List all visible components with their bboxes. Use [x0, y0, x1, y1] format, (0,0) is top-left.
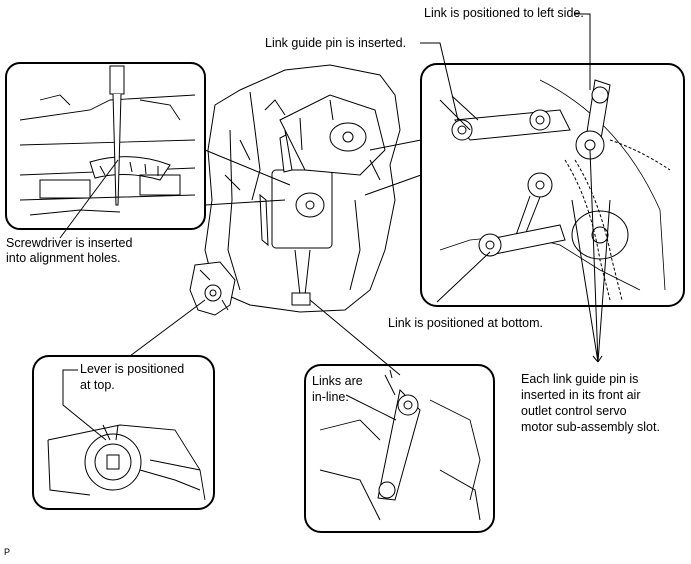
label-each-pin-line-4: motor sub-assembly slot. — [521, 420, 660, 434]
leader-link-left — [575, 13, 591, 90]
figure-code: P — [4, 547, 11, 557]
leader-lever-inset — [129, 299, 206, 357]
leader-guide-pin — [420, 42, 459, 121]
leader-inline-inset — [309, 299, 401, 376]
label-links-inline-1: Links are — [312, 374, 363, 388]
label-screwdriver-line-1: Screwdriver is inserted — [6, 236, 133, 250]
inset-link-detail — [420, 63, 685, 307]
label-each-pin-line-3: outlet control servo — [521, 404, 627, 418]
label-links-inline-2: in-line. — [312, 390, 349, 404]
leader-link-inset — [364, 139, 422, 196]
center-assembly — [204, 64, 401, 313]
label-lever-line-1: Lever is positioned — [80, 362, 185, 376]
label-screwdriver-line-2: into alignment holes. — [6, 251, 121, 265]
inset-inline — [304, 364, 495, 533]
lower-left-assembly — [189, 261, 236, 316]
leader-lever-top — [62, 369, 107, 441]
leader-link-bottom — [436, 251, 491, 303]
label-link-left-side: Link is positioned to left side. — [424, 6, 584, 20]
leader-screwdriver — [59, 159, 119, 239]
inset-screwdriver — [5, 62, 206, 230]
label-link-guide-pin: Link guide pin is inserted. — [265, 36, 407, 50]
label-lever-line-2: at top. — [80, 378, 115, 392]
leader-each-pin-arrow — [592, 355, 603, 363]
leader-screwdriver-inset — [204, 149, 291, 206]
label-each-pin-line-1: Each link guide pin is — [521, 372, 639, 386]
leader-links-inline — [345, 394, 397, 421]
leader-each-pin — [571, 149, 611, 363]
inset-lever — [32, 355, 215, 510]
label-link-bottom: Link is positioned at bottom. — [388, 316, 543, 330]
label-each-pin-line-2: inserted in its front air — [521, 388, 641, 402]
